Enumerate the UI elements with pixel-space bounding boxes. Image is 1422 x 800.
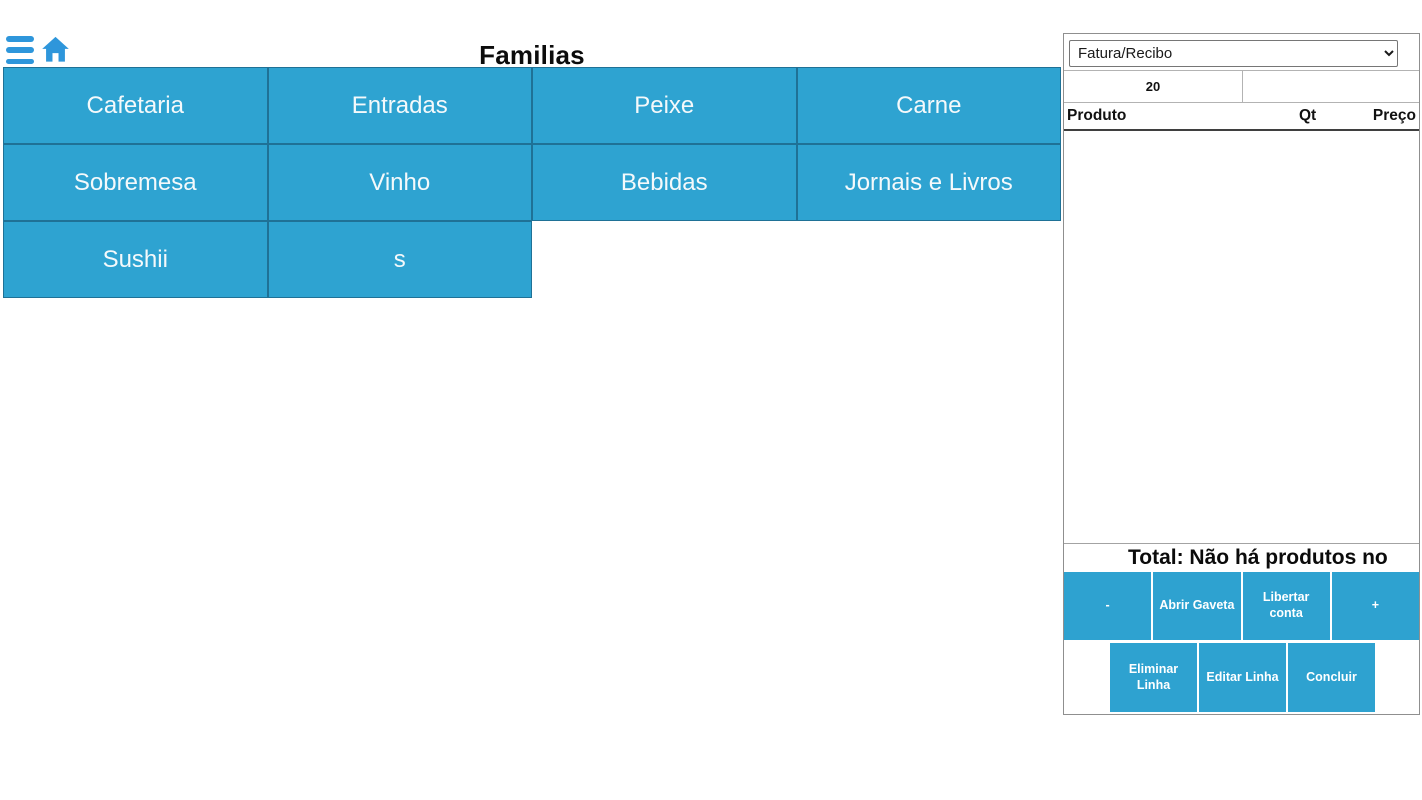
- family-tile-sobremesa[interactable]: Sobremesa: [3, 144, 268, 221]
- home-icon[interactable]: [41, 35, 70, 64]
- family-tile-sushii[interactable]: Sushii: [3, 221, 268, 298]
- family-tile-cafetaria[interactable]: Cafetaria: [3, 67, 268, 144]
- menu-bar: [6, 58, 34, 64]
- increase-button[interactable]: +: [1331, 572, 1419, 640]
- table-number-secondary-field[interactable]: [1243, 71, 1419, 102]
- menu-bar: [6, 36, 34, 42]
- column-header-produto: Produto: [1067, 107, 1127, 124]
- column-header-qt: Qt: [1299, 107, 1317, 124]
- family-tile-s[interactable]: s: [267, 221, 532, 298]
- edit-line-button[interactable]: Editar Linha: [1199, 643, 1286, 712]
- release-account-button[interactable]: Libertar conta: [1242, 572, 1330, 640]
- page-title: Familias: [479, 40, 585, 70]
- total-label: Total: Não há produtos no: [1064, 543, 1419, 571]
- conclude-button[interactable]: Concluir: [1288, 643, 1375, 712]
- open-drawer-button[interactable]: Abrir Gaveta: [1153, 572, 1241, 640]
- family-tile-bebidas[interactable]: Bebidas: [532, 144, 797, 221]
- home-icon-glyph: [42, 36, 69, 62]
- family-tile-jornais-e-livros[interactable]: Jornais e Livros: [796, 144, 1061, 221]
- table-number-row: 20: [1064, 70, 1419, 103]
- family-tile-peixe[interactable]: Peixe: [532, 67, 797, 144]
- receipt-panel: Fatura/Recibo 20 Produto Qt Preço Total:…: [1063, 33, 1420, 715]
- receipt-items-list: [1064, 131, 1419, 543]
- table-number-field[interactable]: 20: [1064, 71, 1243, 102]
- menu-bar: [6, 47, 34, 53]
- decrease-button[interactable]: -: [1064, 572, 1152, 640]
- family-tile-carne[interactable]: Carne: [796, 67, 1061, 144]
- delete-line-button[interactable]: Eliminar Linha: [1110, 643, 1197, 712]
- document-type-select[interactable]: Fatura/Recibo: [1069, 40, 1398, 67]
- family-tile-vinho[interactable]: Vinho: [267, 144, 532, 221]
- menu-icon[interactable]: [6, 36, 34, 64]
- column-header-preco: Preço: [1372, 107, 1416, 124]
- receipt-table-header: Produto Qt Preço: [1064, 103, 1419, 131]
- family-tile-entradas[interactable]: Entradas: [267, 67, 532, 144]
